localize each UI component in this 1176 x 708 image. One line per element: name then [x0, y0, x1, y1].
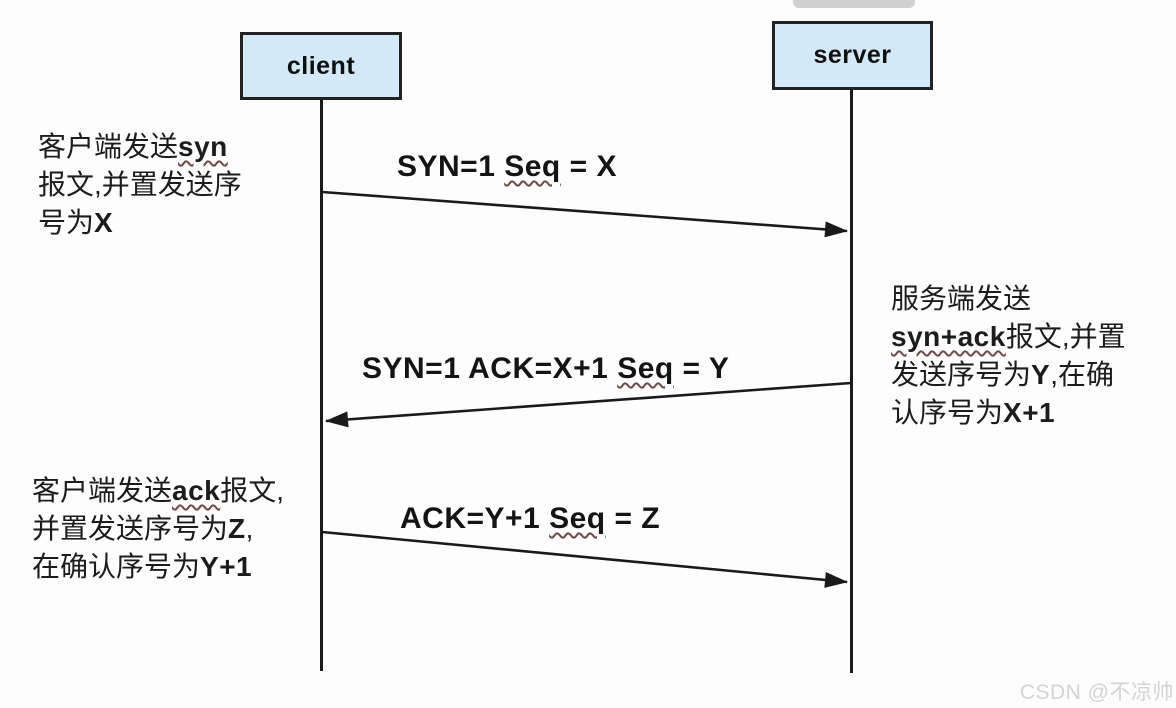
note-line: 认序号为X+1 — [891, 394, 1126, 432]
wavy-underlined-text: Seq — [549, 502, 606, 535]
note-line: syn+ack报文,并置 — [891, 318, 1126, 356]
text-segment: X — [94, 207, 114, 238]
client-ack-note: 客户端发送ack报文,并置发送序号为Z,在确认序号为Y+1 — [32, 472, 284, 586]
note-line: 服务端发送 — [891, 280, 1126, 318]
text-segment: = Y — [673, 352, 730, 385]
text-segment: SYN=1 — [397, 150, 505, 183]
note-line: 在确认序号为Y+1 — [32, 548, 284, 586]
text-segment: Y+1 — [200, 551, 253, 582]
text-segment: 并置发送序号为 — [32, 513, 229, 544]
text-segment: 客户端发送 — [38, 131, 179, 162]
ack-arrow — [321, 530, 848, 588]
note-line: 号为X — [38, 204, 242, 242]
text-segment: ACK=Y+1 — [400, 502, 550, 535]
note-line: 报文,并置发送序 — [38, 166, 242, 204]
text-segment: 在确认序号为 — [32, 551, 201, 582]
wavy-underlined-text: Seq — [504, 150, 561, 183]
top-edge-artifact — [793, 0, 915, 8]
text-segment: 发送序号为 — [891, 359, 1032, 390]
wavy-underlined-text: ack — [172, 475, 221, 506]
client-actor-label: client — [286, 51, 356, 80]
wavy-underlined-text: syn+ack — [891, 321, 1006, 352]
text-segment: Y — [1031, 359, 1051, 390]
text-segment: ,在确 — [1050, 359, 1114, 390]
text-segment: SYN=1 ACK=X+1 — [362, 352, 618, 385]
text-segment: , — [245, 513, 254, 544]
syn-arrow — [321, 190, 848, 238]
text-segment: = Z — [605, 502, 661, 535]
text-segment: 号为 — [38, 207, 95, 238]
wavy-underlined-text: Seq — [617, 352, 674, 385]
wavy-underlined-text: syn — [178, 131, 228, 162]
text-segment: 客户端发送 — [32, 475, 173, 506]
ack-message-label: ACK=Y+1 Seq = Z — [400, 502, 660, 536]
server-actor-label: server — [813, 41, 892, 69]
note-line: 客户端发送ack报文, — [32, 472, 284, 510]
syn-ack-arrow — [325, 381, 852, 428]
note-line: 发送序号为Y,在确 — [891, 356, 1126, 394]
text-segment: 服务端发送 — [891, 283, 1032, 314]
note-line: 并置发送序号为Z, — [32, 510, 284, 548]
syn-ack-message-label: SYN=1 ACK=X+1 Seq = Y — [362, 352, 729, 386]
note-line: 客户端发送syn — [38, 128, 242, 166]
syn-message-label: SYN=1 Seq = X — [397, 150, 617, 184]
client-actor-box: client — [240, 32, 402, 100]
text-segment: 认序号为 — [891, 397, 1004, 428]
text-segment: 报文,并置发送序 — [38, 169, 242, 200]
text-segment: 报文, — [220, 475, 285, 506]
text-segment: = X — [560, 150, 617, 183]
server-actor-box: server — [772, 21, 933, 90]
text-segment: 报文,并置 — [1005, 321, 1126, 352]
text-segment: X+1 — [1003, 397, 1056, 428]
watermark-text: CSDN @不凉帅 — [1019, 681, 1174, 704]
text-segment: Z — [228, 513, 246, 544]
